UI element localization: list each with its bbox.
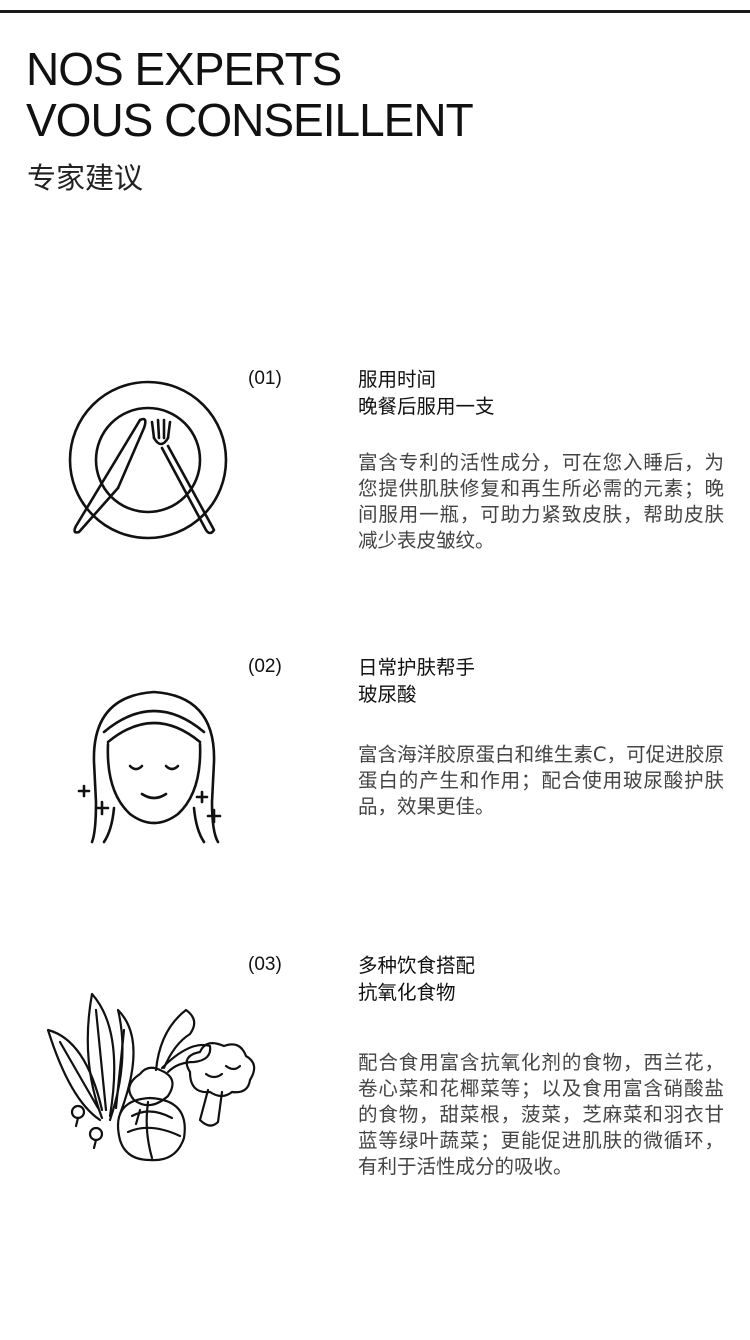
page-subtitle: 专家建议 [27, 161, 144, 195]
step-heading: 日常护肤帮手 玻尿酸 [358, 654, 475, 708]
step-heading-line-1: 多种饮食搭配 [358, 954, 476, 977]
step-heading-line-2: 玻尿酸 [358, 683, 417, 706]
page-title: NOS EXPERTS VOUS CONSEILLENT [26, 43, 474, 146]
step-heading-line-2: 抗氧化食物 [358, 981, 456, 1004]
step-number: (03) [248, 954, 282, 975]
title-line-1: NOS EXPERTS [26, 43, 342, 95]
step-body: 富含海洋胶原蛋白和维生素C，可促进胶原蛋白的产生和作用；配合使用玻尿酸护肤品，效… [358, 743, 724, 818]
step-heading: 多种饮食搭配 抗氧化食物 [358, 952, 475, 1006]
step-body: 配合食用富含抗氧化剂的食物，西兰花，卷心菜和花椰菜等；以及食用富含硝酸盐的食物，… [358, 1051, 724, 1178]
vegetables-icon [40, 990, 260, 1174]
step-number: (01) [248, 368, 282, 389]
step-heading: 服用时间 晚餐后服用一支 [358, 366, 495, 420]
step-heading-line-2: 晚餐后服用一支 [358, 395, 495, 418]
step-number: (02) [248, 656, 282, 677]
plate-fork-knife-icon [62, 376, 242, 550]
step-body: 富含专利的活性成分，可在您入睡后，为您提供肌肤修复和再生所必需的元素；晚间服用一… [358, 451, 724, 552]
top-divider [0, 10, 750, 13]
step-heading-line-1: 服用时间 [358, 368, 437, 391]
title-line-2: VOUS CONSEILLENT [26, 94, 474, 146]
woman-face-sparkles-icon [72, 682, 232, 851]
step-heading-line-1: 日常护肤帮手 [358, 656, 476, 679]
